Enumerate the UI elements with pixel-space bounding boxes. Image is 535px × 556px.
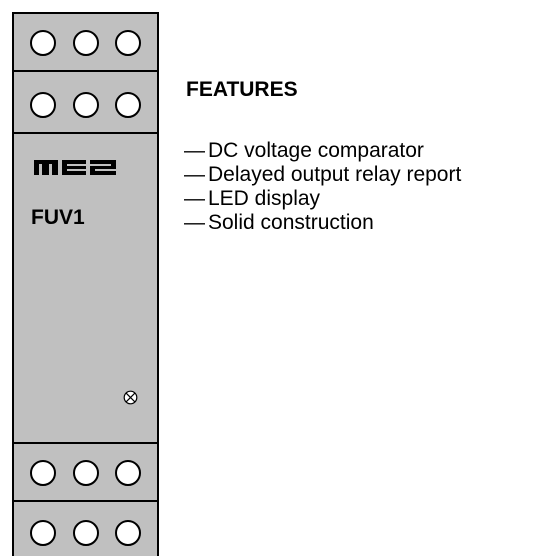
relay-device-illustration: FUV1 [12,12,159,556]
feature-text: LED display [208,187,321,210]
dash-bullet: — [184,163,205,186]
list-item: — Delayed output relay report [184,163,461,187]
screw-terminal-icon [115,520,141,546]
dash-bullet: — [184,139,205,162]
list-item: — Solid construction [184,211,461,235]
feature-text: Solid construction [208,211,374,234]
screw-terminal-icon [30,92,56,118]
features-heading: FEATURES [186,78,298,101]
screw-terminal-icon [73,30,99,56]
screw-terminal-icon [115,92,141,118]
terminal-row-bottom-2 [14,502,157,556]
screw-terminal-icon [73,92,99,118]
features-list: — DC voltage comparator — Delayed output… [184,139,461,235]
screw-terminal-icon [115,30,141,56]
screw-terminal-icon [73,520,99,546]
list-item: — LED display [184,187,461,211]
screw-terminal-icon [115,460,141,486]
screw-terminal-icon [73,460,99,486]
terminal-row-bottom-1 [14,442,157,502]
terminal-row-top-2 [14,72,157,134]
led-indicator-icon [123,390,138,405]
dash-bullet: — [184,211,205,234]
feature-text: Delayed output relay report [208,163,462,186]
model-label: FUV1 [31,206,85,229]
screw-terminal-icon [30,520,56,546]
mes-logo-icon [34,160,116,175]
dash-bullet: — [184,187,205,210]
list-item: — DC voltage comparator [184,139,461,163]
terminal-row-top-1 [14,14,157,72]
feature-text: DC voltage comparator [208,139,424,162]
screw-terminal-icon [30,460,56,486]
front-panel: FUV1 [14,134,157,442]
screw-terminal-icon [30,30,56,56]
